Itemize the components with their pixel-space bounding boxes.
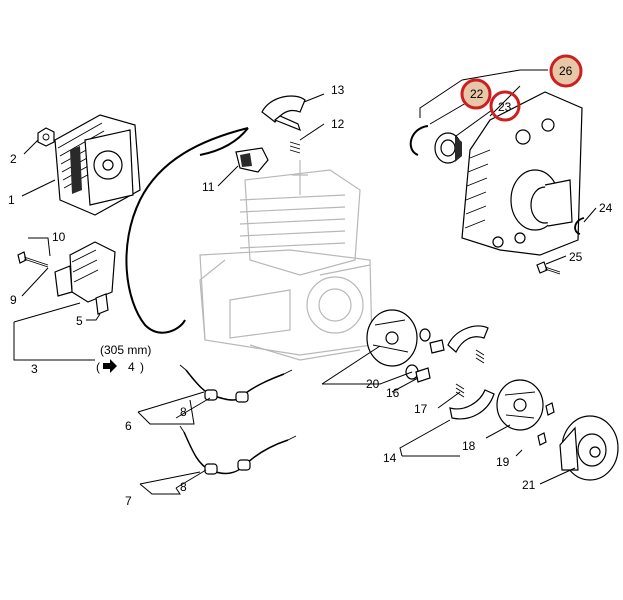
clip-24-part — [574, 217, 585, 235]
highlight-22[interactable] — [460, 78, 492, 110]
callout-10[interactable]: 10 — [52, 230, 66, 244]
length-note: (305 mm) — [100, 343, 151, 357]
callout-labels: 2 1 10 9 5 3 (305 mm) ( 4 ) 13 12 11 22 … — [8, 64, 613, 508]
highlight-26[interactable] — [549, 54, 583, 88]
screw-10-part — [17, 251, 49, 268]
callout-4[interactable]: 4 — [128, 360, 135, 374]
callout-11[interactable]: 11 — [202, 180, 215, 194]
sleeve-part — [415, 339, 445, 383]
callout-21[interactable]: 21 — [522, 478, 536, 492]
screw-18-part — [537, 402, 555, 446]
callout-16[interactable]: 16 — [386, 386, 400, 400]
terminal-11-part — [235, 147, 269, 173]
callout-26[interactable]: 26 — [559, 64, 573, 78]
highlight-22-fill — [463, 81, 489, 107]
wire-assembly-7-part — [179, 425, 297, 475]
bearing-23-part — [434, 132, 462, 164]
clutch-drum-21-part — [559, 415, 619, 481]
callout-5[interactable]: 5 — [76, 314, 83, 328]
ignition-module-part — [54, 241, 116, 315]
circlip-22-part — [409, 125, 429, 156]
callout-3[interactable]: 3 — [31, 362, 38, 376]
highlight-26-fill — [552, 57, 580, 85]
callout-18[interactable]: 18 — [462, 439, 476, 453]
callout-9[interactable]: 9 — [10, 293, 17, 307]
callout-13[interactable]: 13 — [331, 83, 345, 97]
crankcase-housing-part — [461, 91, 583, 256]
callout-20[interactable]: 20 — [366, 377, 380, 391]
callout-8b[interactable]: 8 — [180, 480, 187, 494]
highlight-26-ring — [549, 54, 583, 88]
callout-17[interactable]: 17 — [414, 402, 428, 416]
callout-24[interactable]: 24 — [599, 201, 613, 215]
highlight-22-ring — [460, 78, 492, 110]
callout-19[interactable]: 19 — [496, 455, 510, 469]
highlight-23-ring — [489, 90, 521, 122]
callout-7[interactable]: 7 — [125, 494, 132, 508]
ignition-lead-part — [125, 127, 249, 334]
callout-1[interactable]: 1 — [8, 193, 15, 207]
ref-paren-close: ) — [140, 360, 144, 374]
spring-12-part — [289, 141, 301, 154]
leader-lines — [13, 69, 597, 495]
highlight-23[interactable] — [489, 90, 521, 122]
spark-plug-boot-part — [261, 95, 306, 132]
clutch-carrier-20-part — [366, 309, 418, 367]
nut-part — [37, 127, 55, 147]
arrow-icon — [103, 359, 117, 373]
callout-6[interactable]: 6 — [125, 419, 132, 433]
callout-22[interactable]: 22 — [470, 87, 484, 101]
callout-23[interactable]: 23 — [498, 100, 512, 114]
screw-25-part — [536, 261, 561, 275]
engine-block-ghost — [199, 160, 373, 361]
callout-14[interactable]: 14 — [383, 451, 397, 465]
callout-8a[interactable]: 8 — [180, 405, 187, 419]
clutch-shoe-part — [447, 325, 495, 420]
thrust-plate-19-part — [496, 379, 544, 431]
ref-paren-open: ( — [96, 360, 100, 374]
callout-12[interactable]: 12 — [331, 117, 345, 131]
flywheel-part — [54, 114, 141, 216]
wire-assembly-6-part — [179, 364, 293, 403]
callout-25[interactable]: 25 — [569, 250, 583, 264]
callout-2[interactable]: 2 — [10, 152, 17, 166]
